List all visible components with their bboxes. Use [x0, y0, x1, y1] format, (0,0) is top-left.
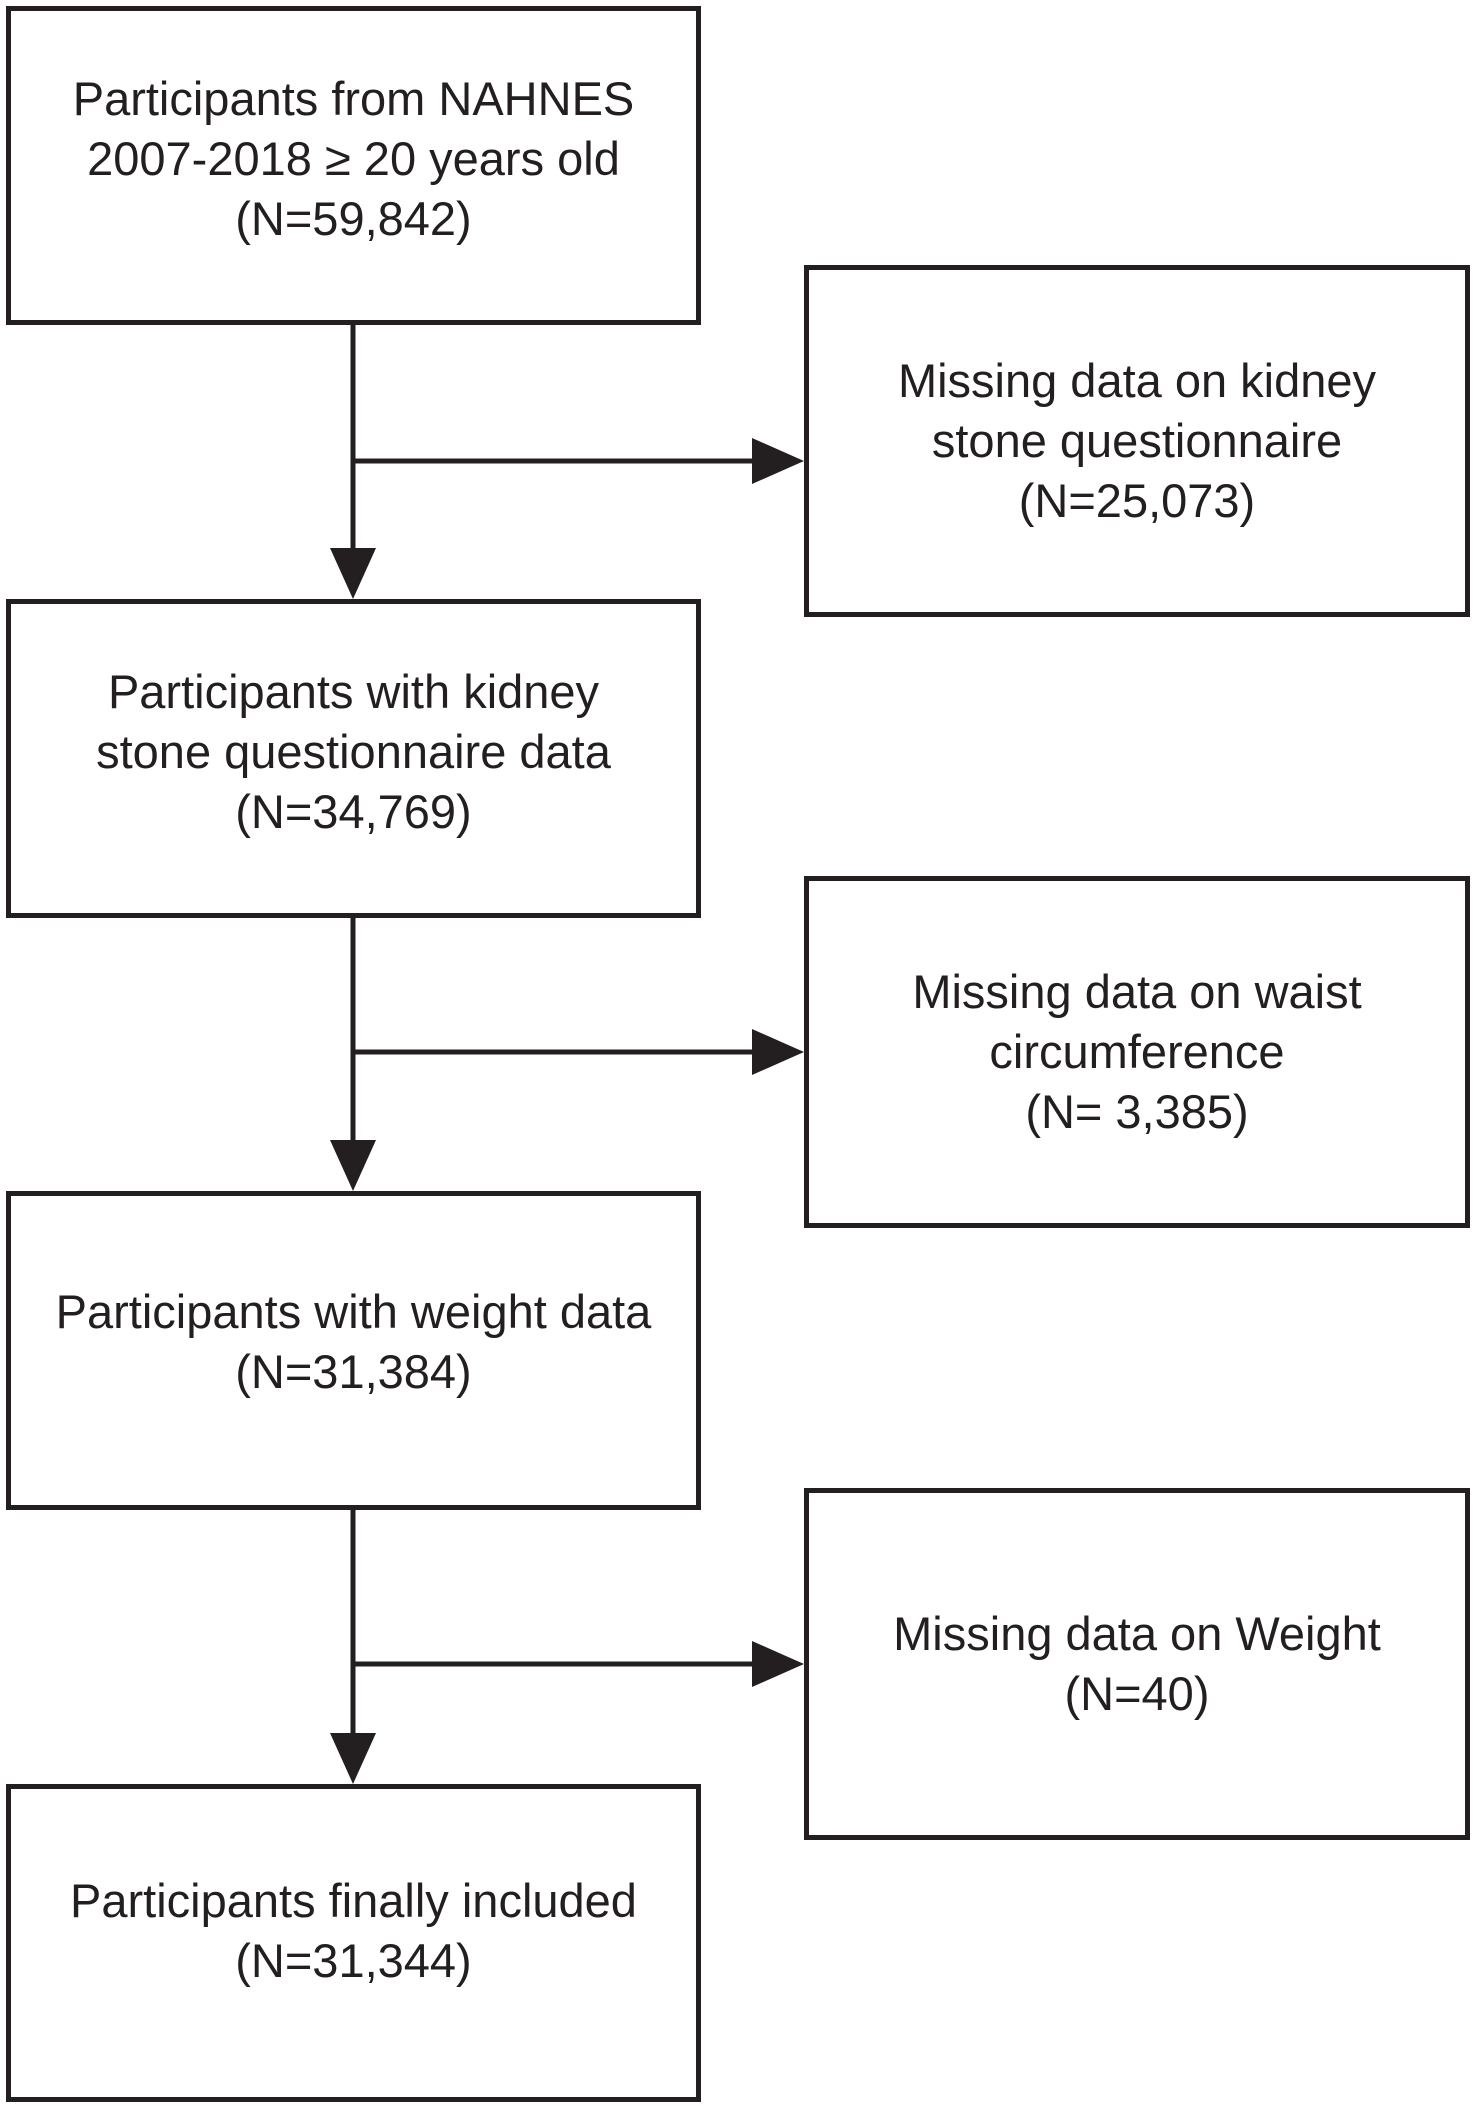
box-count: (N=25,073) — [1018, 474, 1256, 527]
arrowhead-down-2 — [330, 1140, 376, 1191]
box-text-line: circumference — [989, 1025, 1285, 1078]
box-text-line: Missing data on Weight — [893, 1607, 1381, 1660]
box-count: (N=31,384) — [235, 1344, 472, 1398]
box-text-line: Missing data on kidney — [897, 354, 1377, 407]
arrowhead-right-3 — [752, 1641, 804, 1687]
box-text-line: 2007-2018 ≥ 20 years old — [87, 131, 620, 185]
box-text-line: stone questionnaire — [931, 414, 1343, 467]
exclusion-box-waist-circumference: Missing data on waist circumference (N= … — [804, 876, 1470, 1228]
box-text-line: Participants finally included — [70, 1874, 637, 1927]
exclusion-box-weight: Missing data on Weight (N=40) — [804, 1488, 1470, 1840]
box-count: (N=59,842) — [235, 191, 472, 245]
box-text-line: Missing data on waist — [912, 965, 1362, 1018]
box-count: (N= 3,385) — [1025, 1085, 1249, 1138]
box-text-line: Participants with kidney — [107, 664, 600, 718]
box-count: (N=31,344) — [235, 1934, 472, 1987]
box-count: (N=34,769) — [235, 784, 472, 838]
box-text-line: Participants with weight data — [55, 1284, 652, 1338]
box-text-line: Participants from NAHNES — [72, 71, 635, 125]
arrowhead-down-3 — [330, 1733, 376, 1784]
box-text-line: stone questionnaire data — [96, 724, 611, 778]
arrowhead-right-1 — [752, 438, 804, 484]
flow-box-initial-participants: Participants from NAHNES 2007-2018 ≥ 20 … — [6, 6, 701, 325]
box-count: (N=40) — [1064, 1667, 1210, 1720]
flow-box-weight-data: Participants with weight data (N=31,384) — [6, 1191, 701, 1510]
flow-box-finally-included: Participants finally included (N=31,344) — [6, 1784, 701, 2102]
flow-box-kidney-questionnaire: Participants with kidney stone questionn… — [6, 599, 701, 918]
arrowhead-right-2 — [752, 1029, 804, 1075]
exclusion-box-kidney-questionnaire: Missing data on kidney stone questionnai… — [804, 265, 1470, 617]
arrowhead-down-1 — [330, 548, 376, 599]
